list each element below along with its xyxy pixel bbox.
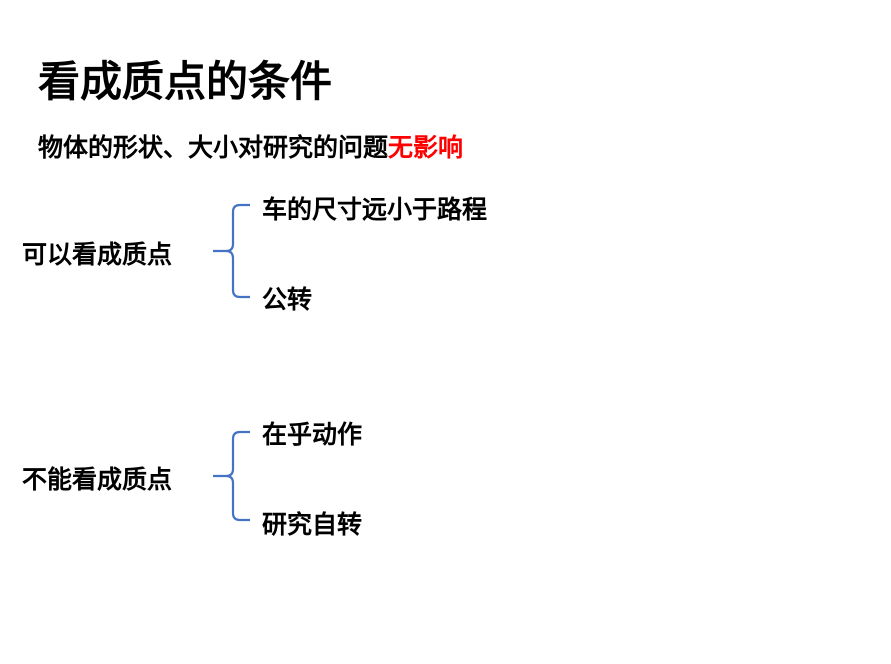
brace-2 xyxy=(213,430,250,522)
group-item: 公转 xyxy=(262,285,313,314)
group-item: 在乎动作 xyxy=(262,420,363,449)
subtitle-highlight: 无影响 xyxy=(388,133,464,162)
group-label-cannot: 不能看成质点 xyxy=(22,465,173,494)
subtitle-text: 物体的形状、大小对研究的问题 xyxy=(38,133,389,162)
subtitle: 物体的形状、大小对研究的问题无影响 xyxy=(38,128,463,164)
group-item: 车的尺寸远小于路程 xyxy=(262,195,488,224)
brace-1 xyxy=(213,203,250,299)
group-label-can: 可以看成质点 xyxy=(22,240,173,269)
group-item: 研究自转 xyxy=(262,510,363,539)
slide-title: 看成质点的条件 xyxy=(38,57,333,106)
